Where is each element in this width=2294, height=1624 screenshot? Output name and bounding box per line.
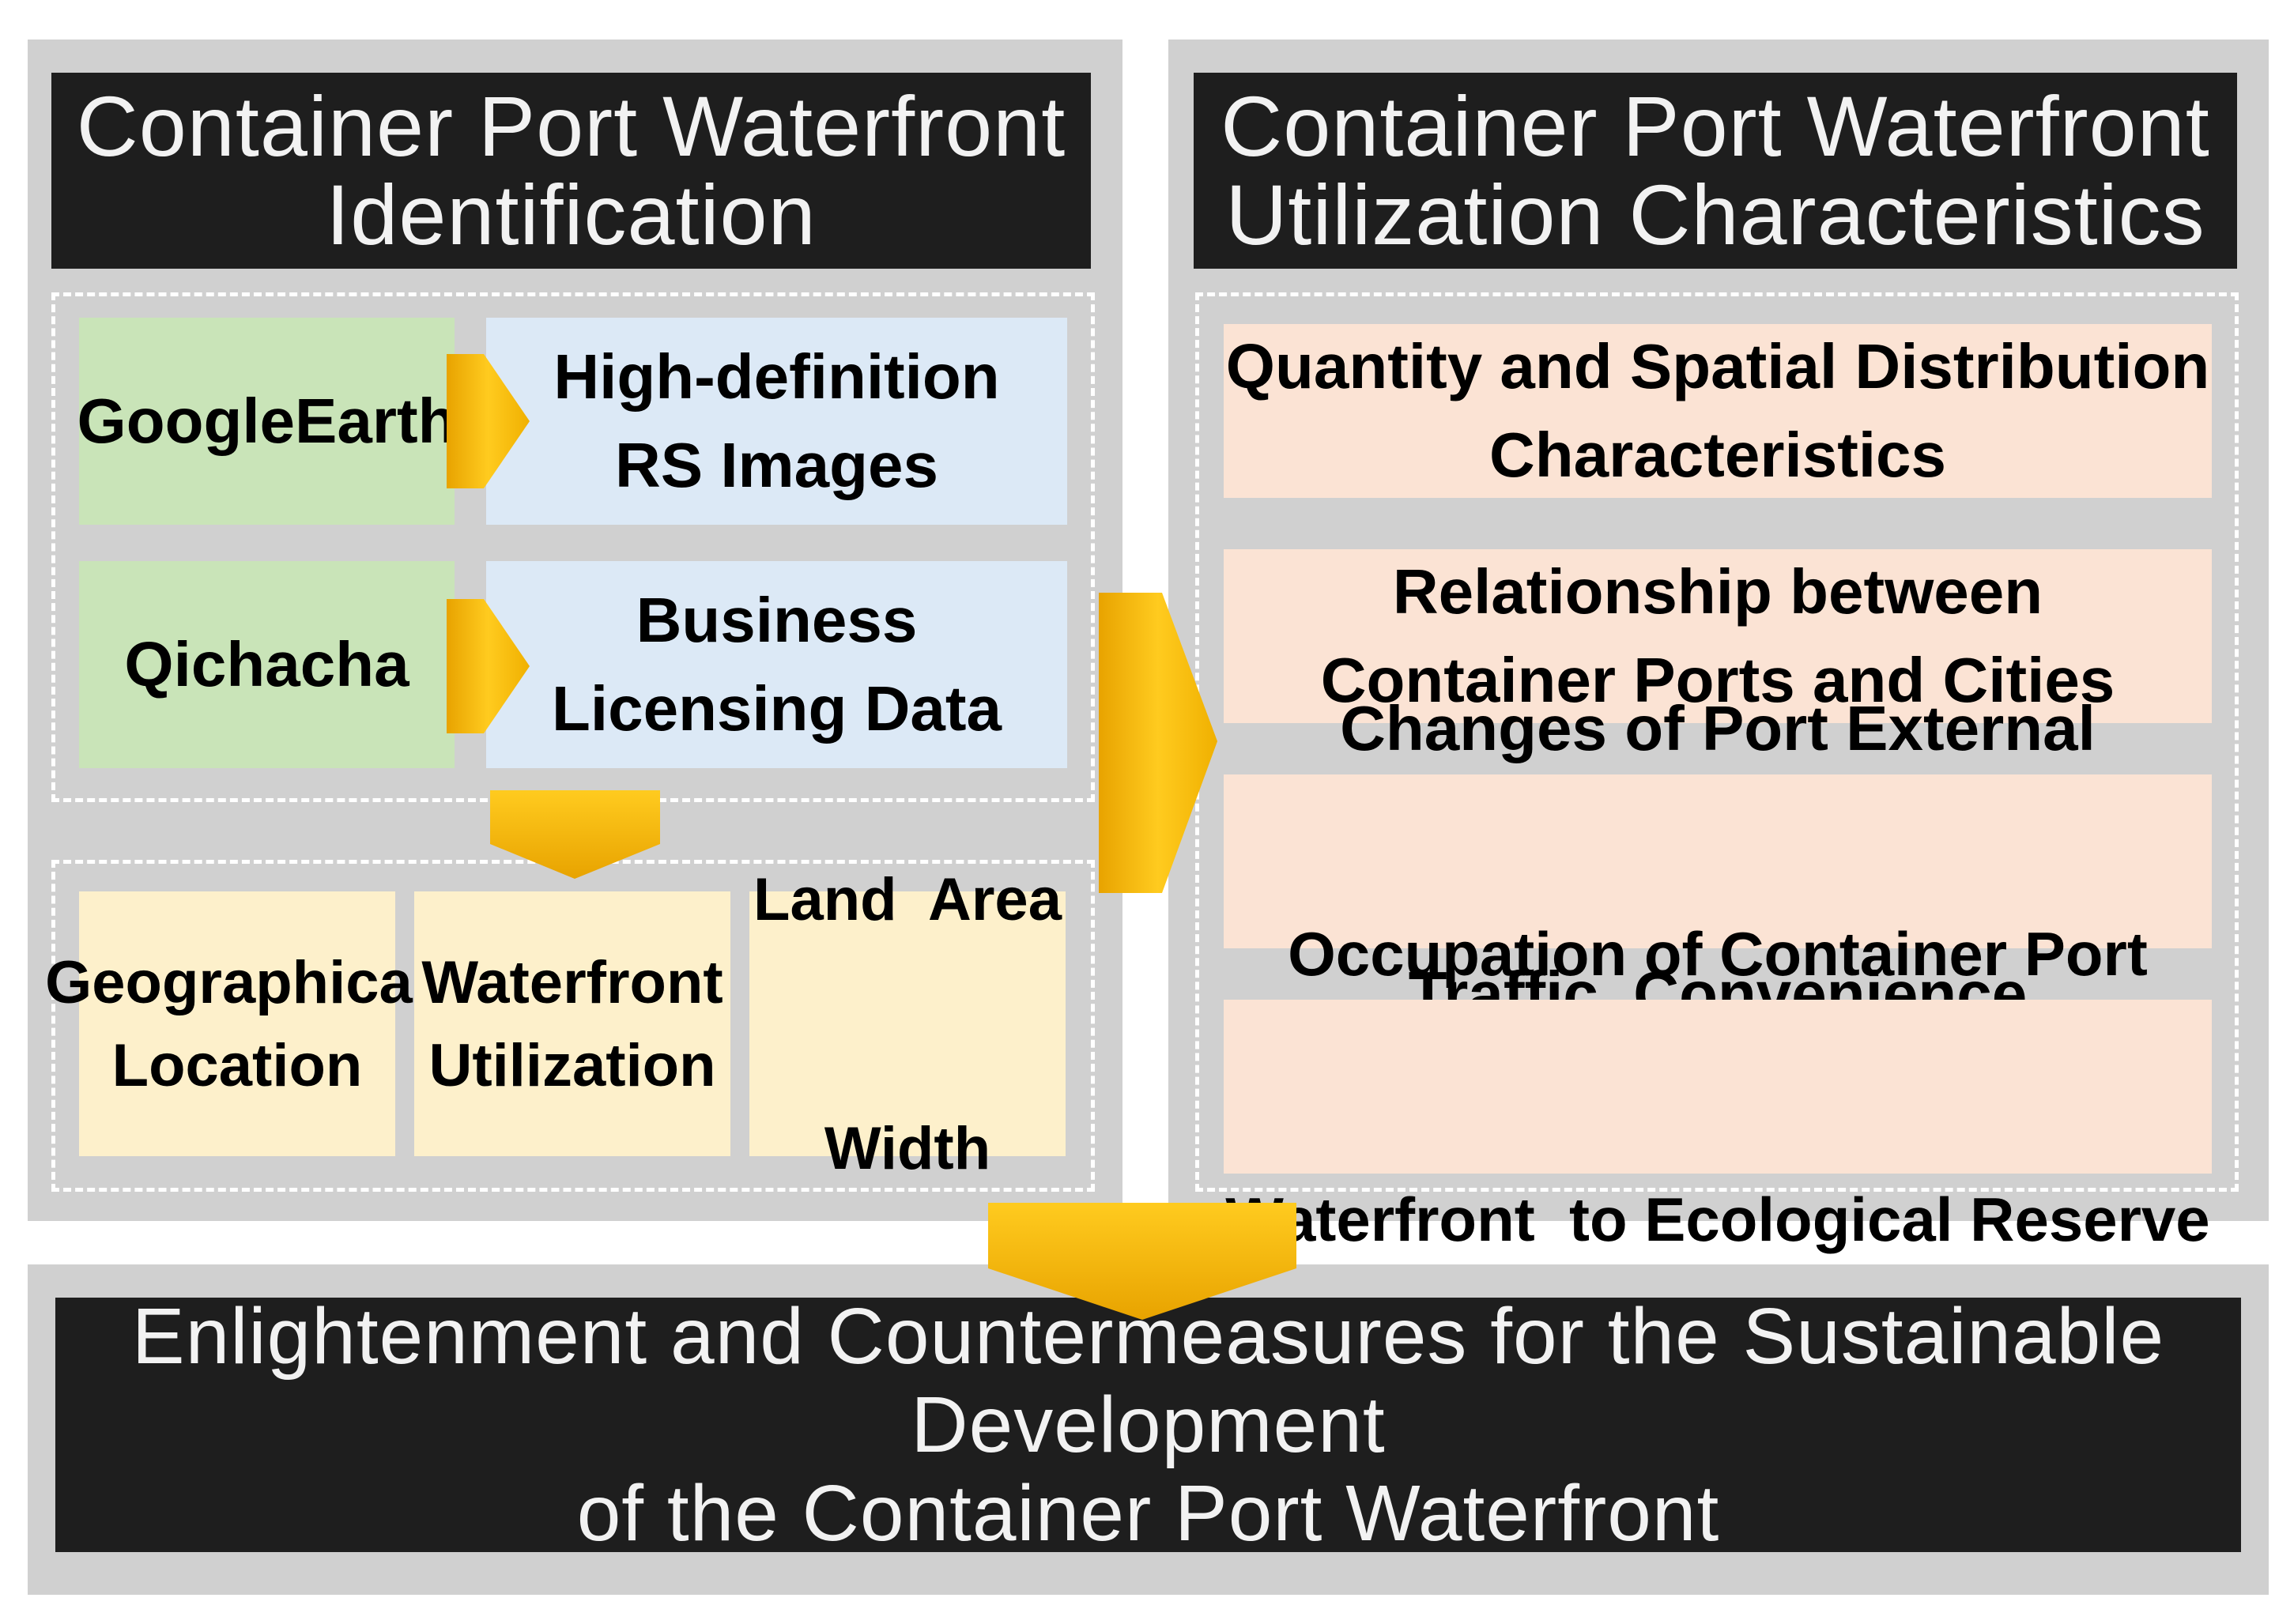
characteristic-quantity-distribution: Quantity and Spatial Distribution Charac…: [1224, 324, 2212, 498]
enlightenment-title-line2: of the Container Port Waterfront: [576, 1469, 1720, 1558]
attribute-waterfront-utilization-line2: Utilization: [428, 1031, 716, 1099]
arrow-to-enlightenment: [988, 1203, 1296, 1320]
data-hd-rs-images: High-definition RS Images: [486, 318, 1067, 525]
attribute-land-area-width: Land Area Width: [749, 866, 1066, 1182]
arrow-googleearth-to-rs-images: [447, 354, 530, 488]
characteristic-quantity-distribution-line1: Quantity and Spatial Distribution: [1225, 331, 2210, 401]
identification-title-line1: Container Port Waterfront: [76, 78, 1066, 174]
source-qichacha-label: Qichacha: [124, 629, 409, 699]
identification-title-line2: Identification: [326, 167, 817, 262]
attribute-geographical-location-line1: Geographical: [45, 948, 429, 1016]
source-qichacha: Qichacha: [79, 561, 455, 768]
characteristic-ports-and-cities: Relationship between Container Ports and…: [1224, 549, 2212, 723]
attribute-waterfront-utilization: Waterfront Utilization: [414, 891, 730, 1156]
characteristic-traffic-convenience-line1: Changes of Port External: [1340, 693, 2096, 763]
data-hd-rs-images-line1: High-definition: [553, 341, 1000, 412]
data-business-licensing-line2: Licensing Data: [551, 673, 1002, 744]
characteristics-title-line1: Container Port Waterfront: [1221, 78, 2210, 174]
arrow-identification-to-characteristics: [1099, 593, 1217, 893]
characteristic-ecological-reserve: Occupation of Container Port Waterfront …: [1224, 919, 2212, 1254]
arrow-qichacha-to-licensing-data: [447, 599, 530, 733]
data-business-licensing-line1: Business: [636, 585, 918, 655]
arrow-sources-to-attributes: [490, 790, 660, 879]
characteristic-ports-and-cities-line2: Container Ports and Cities: [1320, 645, 2115, 715]
characteristic-quantity-distribution-line2: Characteristics: [1488, 420, 1947, 490]
attribute-geographical-location-line2: Location: [111, 1031, 363, 1099]
characteristic-ecological-reserve-line1: Occupation of Container Port: [1288, 919, 2148, 989]
characteristics-header: Container Port Waterfront Utilization Ch…: [1194, 73, 2237, 269]
characteristics-title-line2: Utilization Characteristics: [1225, 167, 2205, 262]
characteristic-traffic-convenience: Changes of Port External Traffic Conveni…: [1224, 693, 2212, 1029]
enlightenment-header: Enlightenment and Countermeasures for th…: [55, 1292, 2241, 1558]
characteristic-ports-and-cities-line1: Relationship between: [1392, 556, 2043, 627]
source-googleearth-label: GoogleEarth: [77, 386, 457, 456]
attribute-land-area-width-line1: Land Area: [753, 865, 1062, 933]
data-hd-rs-images-line2: RS Images: [614, 430, 939, 500]
attribute-waterfront-utilization-line1: Waterfront: [421, 948, 723, 1016]
enlightenment-title-line1: Enlightenment and Countermeasures for th…: [131, 1292, 2165, 1469]
data-business-licensing: Business Licensing Data: [486, 561, 1067, 768]
source-googleearth: GoogleEarth: [77, 318, 457, 525]
attribute-land-area-width-line2: Width: [824, 1114, 991, 1182]
identification-header: Container Port Waterfront Identification: [51, 73, 1091, 269]
attribute-geographical-location: Geographical Location: [45, 891, 429, 1156]
